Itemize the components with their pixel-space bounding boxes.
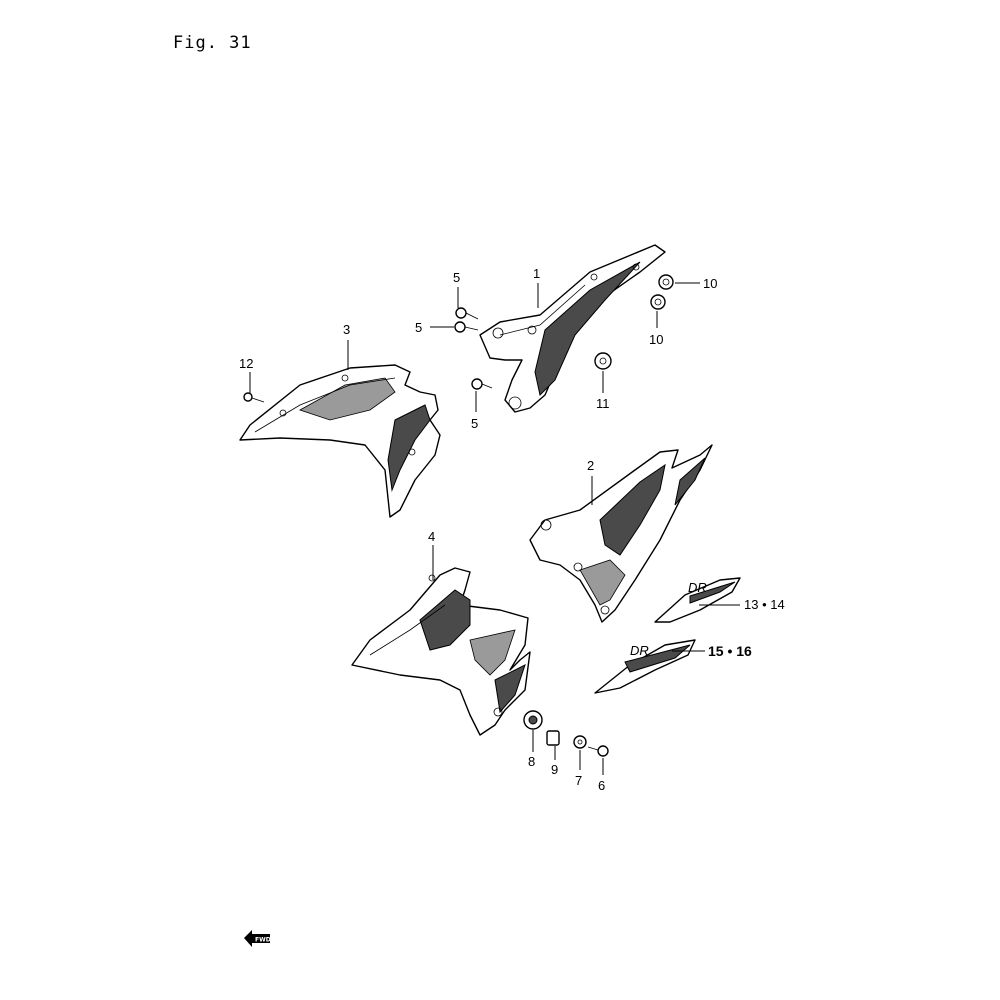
decal-13-14: DR [654, 577, 741, 623]
grommet-10-lower [650, 294, 666, 310]
bolt-6 [587, 745, 609, 757]
part-4-lower-cover [351, 567, 531, 736]
callout-7: 7 [575, 773, 582, 788]
callout-11: 11 [596, 396, 610, 411]
callout-10-lower: 10 [649, 332, 663, 347]
fwd-label: FWD [255, 937, 271, 944]
callout-13-14: 13 • 14 [744, 597, 785, 612]
grommet-8 [523, 710, 543, 730]
callout-5-bottom: 5 [471, 416, 478, 431]
grommet-10-upper [658, 274, 674, 290]
callout-8: 8 [528, 754, 535, 769]
decal-lower-text: DR [630, 643, 649, 658]
fwd-arrow-icon: FWD [244, 930, 271, 947]
leader-lines [249, 282, 740, 775]
collar-9 [546, 730, 560, 746]
decal-upper-text: DR [688, 580, 707, 595]
bolt-5-bottom [471, 378, 493, 390]
part-1-frame-bracket [479, 244, 666, 413]
callout-1: 1 [533, 266, 540, 281]
screw-12 [243, 392, 265, 403]
callout-12: 12 [239, 356, 253, 371]
figure-title: Fig. 31 [173, 33, 252, 53]
callout-4: 4 [428, 529, 435, 544]
callout-10-upper: 10 [703, 276, 717, 291]
callout-6: 6 [598, 778, 605, 793]
washer-7 [573, 735, 587, 749]
bolt-5-middle [454, 321, 479, 333]
callout-15-16: 15 • 16 [708, 643, 752, 659]
callout-5-top: 5 [453, 270, 460, 285]
grommet-11 [594, 352, 612, 370]
callout-5-middle: 5 [415, 320, 422, 335]
part-2-side-panel [529, 444, 713, 623]
callout-2: 2 [587, 458, 594, 473]
callout-9: 9 [551, 762, 558, 777]
part-3-front-shroud [239, 364, 441, 518]
decal-15-16: DR [594, 639, 696, 694]
callout-3: 3 [343, 322, 350, 337]
bolt-5-top [455, 307, 479, 320]
